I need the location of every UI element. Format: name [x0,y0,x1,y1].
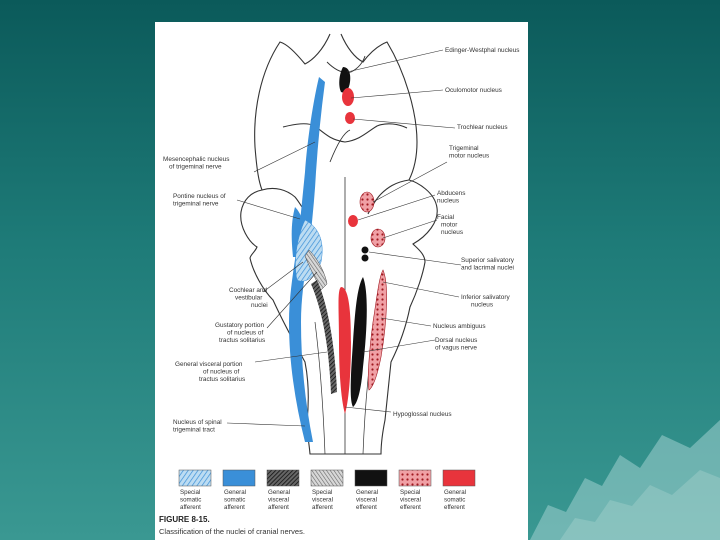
label-spinal-trigeminal: Nucleus of spinal trigeminal tract [173,419,223,434]
gustatory-nucleus [304,249,328,291]
legend-swatch-4 [354,469,388,487]
legend-swatch-2 [266,469,300,487]
figure-caption-title: FIGURE 8-15. [159,515,210,524]
oculomotor-nucleus [342,88,354,106]
trochlear-nucleus [345,112,355,124]
label-abducens: Abducens nucleus [437,190,467,205]
label-oculomotor: Oculomotor nucleus [445,87,502,94]
label-gustatory: Gustatory portion of nucleus of tractus … [215,322,266,344]
label-general-visceral-portion: General visceral portion of nucleus of t… [175,361,245,383]
leader-lines [226,49,462,427]
nucleus-ambiguus [367,269,387,391]
dorsal-vagus-nucleus [350,277,367,407]
edinger-westphal-nucleus [339,67,351,93]
brainstem-outline [240,33,438,455]
label-trochlear: Trochlear nucleus [457,124,508,131]
label-salivatory: Superior salivatory and lacrimal nuclei [461,257,516,272]
iceberg-decoration [530,420,720,540]
label-inferior-salivatory: Inferior salivatory nucleus [461,294,511,309]
label-trigeminal-motor: Trigeminal motor nucleus [449,145,489,160]
label-hypoglossal: Hypoglossal nucleus [393,411,452,418]
label-edinger: Edinger-Westphal nucleus [445,47,519,54]
trigeminal-motor-nucleus [359,191,375,213]
legend-swatch-5 [398,469,432,487]
legend-swatch-6 [442,469,476,487]
salivatory-nucleus-lower [361,254,369,262]
label-dorsal-vagus: Dorsal nucleus of vagus nerve [435,337,479,352]
tractus-solitarius [311,280,337,394]
legend-swatch-1 [222,469,256,487]
salivatory-nucleus-upper [361,246,369,254]
label-pontine: Pontine nucleus of trigeminal nerve [173,193,227,208]
figure-page: Edinger-Westphal nucleus Oculomotor nucl… [155,22,528,540]
facial-motor-nucleus [370,228,386,248]
legend-swatch-0 [178,469,212,487]
label-cochlear: Cochlear and vestibular nuclei [229,287,269,309]
hypoglossal-nucleus [338,287,351,414]
label-mesencephalic: Mesencephalic nucleus of trigeminal nerv… [163,156,231,171]
label-facial: Facial motor nucleus [437,214,463,236]
label-ambiguus: Nucleus ambiguus [433,323,486,330]
legend-swatch-3 [310,469,344,487]
nucleus-labels: Edinger-Westphal nucleus Oculomotor nucl… [163,47,519,434]
figure-caption-text: Classification of the nuclei of cranial … [159,527,305,536]
abducens-nucleus [348,215,358,227]
